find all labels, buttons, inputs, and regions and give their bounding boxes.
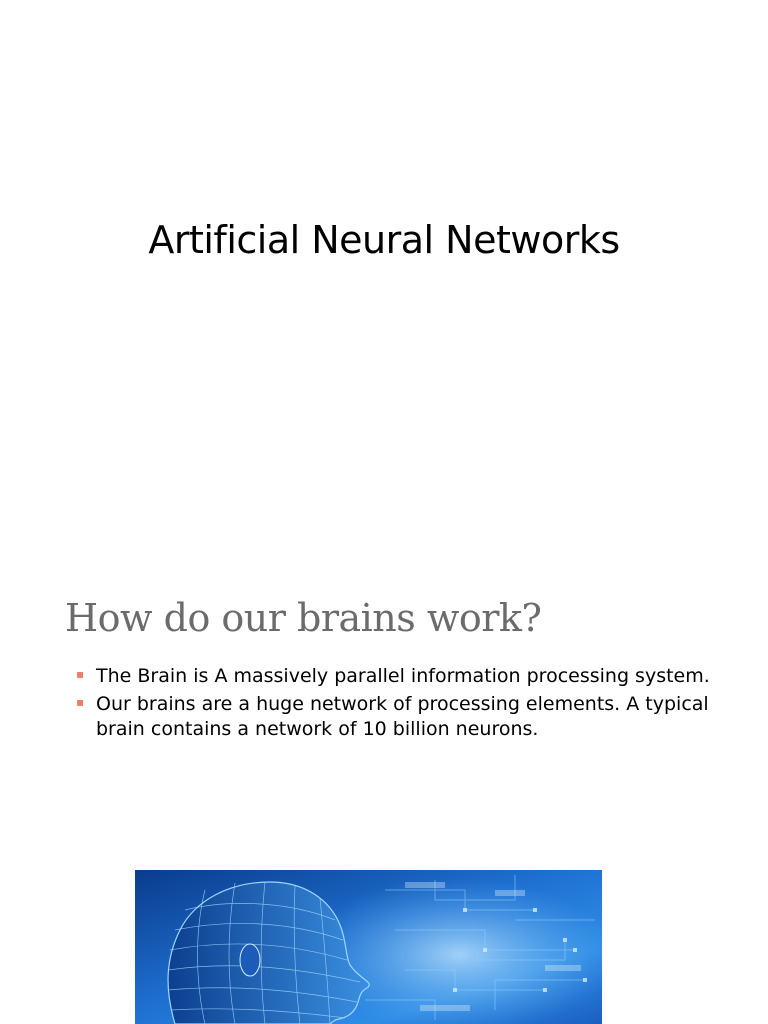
bullet-icon: ▪ xyxy=(76,695,85,709)
bullet-text: The Brain is A massively parallel inform… xyxy=(96,665,710,687)
bullet-text: Our brains are a huge network of process… xyxy=(96,693,709,740)
list-item: ▪ The Brain is A massively parallel info… xyxy=(74,664,724,689)
section-heading: How do our brains work? xyxy=(65,596,542,640)
list-item: ▪ Our brains are a huge network of proce… xyxy=(74,692,724,742)
bullet-list: ▪ The Brain is A massively parallel info… xyxy=(74,664,724,745)
slide-title: Artificial Neural Networks xyxy=(148,218,620,262)
wireframe-head-icon xyxy=(135,870,602,1024)
brain-illustration-image xyxy=(135,870,602,1024)
bullet-icon: ▪ xyxy=(76,667,85,681)
